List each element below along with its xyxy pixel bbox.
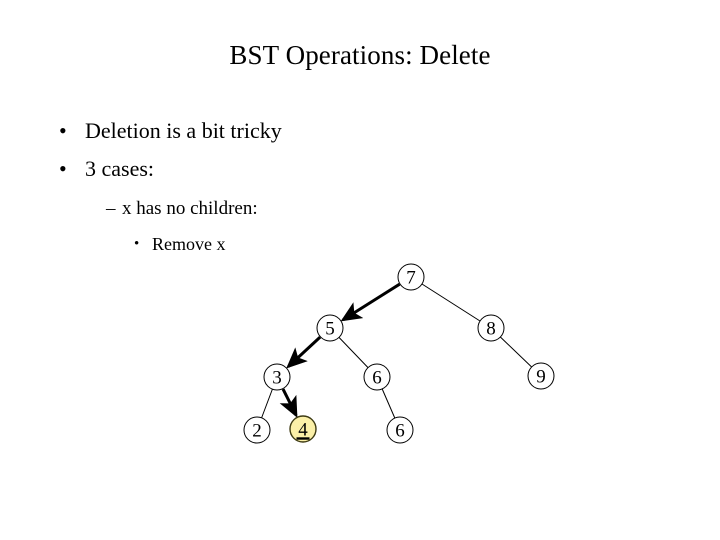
node-label: 8 — [486, 319, 496, 340]
page-title: BST Operations: Delete — [229, 40, 491, 70]
bullet-item-level1: • 3 cases: — [0, 150, 720, 188]
tree-node-3[interactable]: 3 — [263, 363, 291, 391]
dash-marker: – — [106, 198, 116, 219]
node-label: 6 — [372, 368, 382, 389]
node-circle — [386, 416, 414, 444]
tree-edge-n3-n4 — [279, 388, 298, 418]
node-circle — [289, 415, 317, 443]
bullet-item-level2: –x has no children: — [0, 191, 720, 227]
node-label: 7 — [406, 268, 416, 289]
tree-edges — [261, 282, 532, 419]
tree-edge-n7-n5 — [340, 282, 401, 322]
tree-edge-n5-n6a — [338, 337, 369, 368]
node-label: 3 — [272, 368, 282, 389]
tree-node-8[interactable]: 8 — [477, 314, 505, 342]
bullet-text: Remove x — [152, 234, 226, 254]
tree-nodes: 7 5 8 3 6 9 2 4 6 — [243, 263, 555, 444]
bullet-item-level1: • Deletion is a bit tricky — [0, 112, 720, 150]
tree-edge-n8-n9 — [500, 336, 532, 368]
bullet-marker: • — [59, 118, 67, 143]
node-circle — [243, 416, 271, 444]
tree-node-4-highlighted[interactable]: 4 — [289, 415, 317, 443]
node-label: 6 — [395, 421, 405, 442]
node-circle — [316, 314, 344, 342]
tree-edge-n6a-n6b — [381, 388, 396, 419]
node-label: 9 — [536, 367, 546, 388]
node-label: 4 — [298, 420, 308, 441]
bullet-text: x has no children: — [122, 198, 258, 219]
tree-node-2[interactable]: 2 — [243, 416, 271, 444]
tree-node-9[interactable]: 9 — [527, 362, 555, 390]
tree-node-5[interactable]: 5 — [316, 314, 344, 342]
bullet-text: 3 cases: — [85, 156, 155, 181]
bullet-marker: • — [134, 236, 140, 252]
bullet-item-level3: • Remove x — [0, 227, 720, 261]
node-label: 5 — [325, 319, 335, 340]
node-circle — [397, 263, 425, 291]
node-circle — [527, 362, 555, 390]
bullet-list: • Deletion is a bit tricky • 3 cases: –x h… — [0, 112, 720, 261]
node-label: 2 — [252, 421, 262, 442]
node-circle — [363, 363, 391, 391]
bullet-text: Deletion is a bit tricky — [85, 118, 282, 143]
node-circle — [477, 314, 505, 342]
tree-node-6[interactable]: 6 — [363, 363, 391, 391]
tree-edge-n5-n3 — [286, 336, 322, 369]
bullet-marker: • — [59, 156, 67, 181]
tree-node-6[interactable]: 6 — [386, 416, 414, 444]
tree-edge-n7-n8 — [421, 283, 481, 322]
tree-node-7[interactable]: 7 — [397, 263, 425, 291]
node-circle — [263, 363, 291, 391]
tree-edge-n3-n2 — [261, 389, 273, 418]
